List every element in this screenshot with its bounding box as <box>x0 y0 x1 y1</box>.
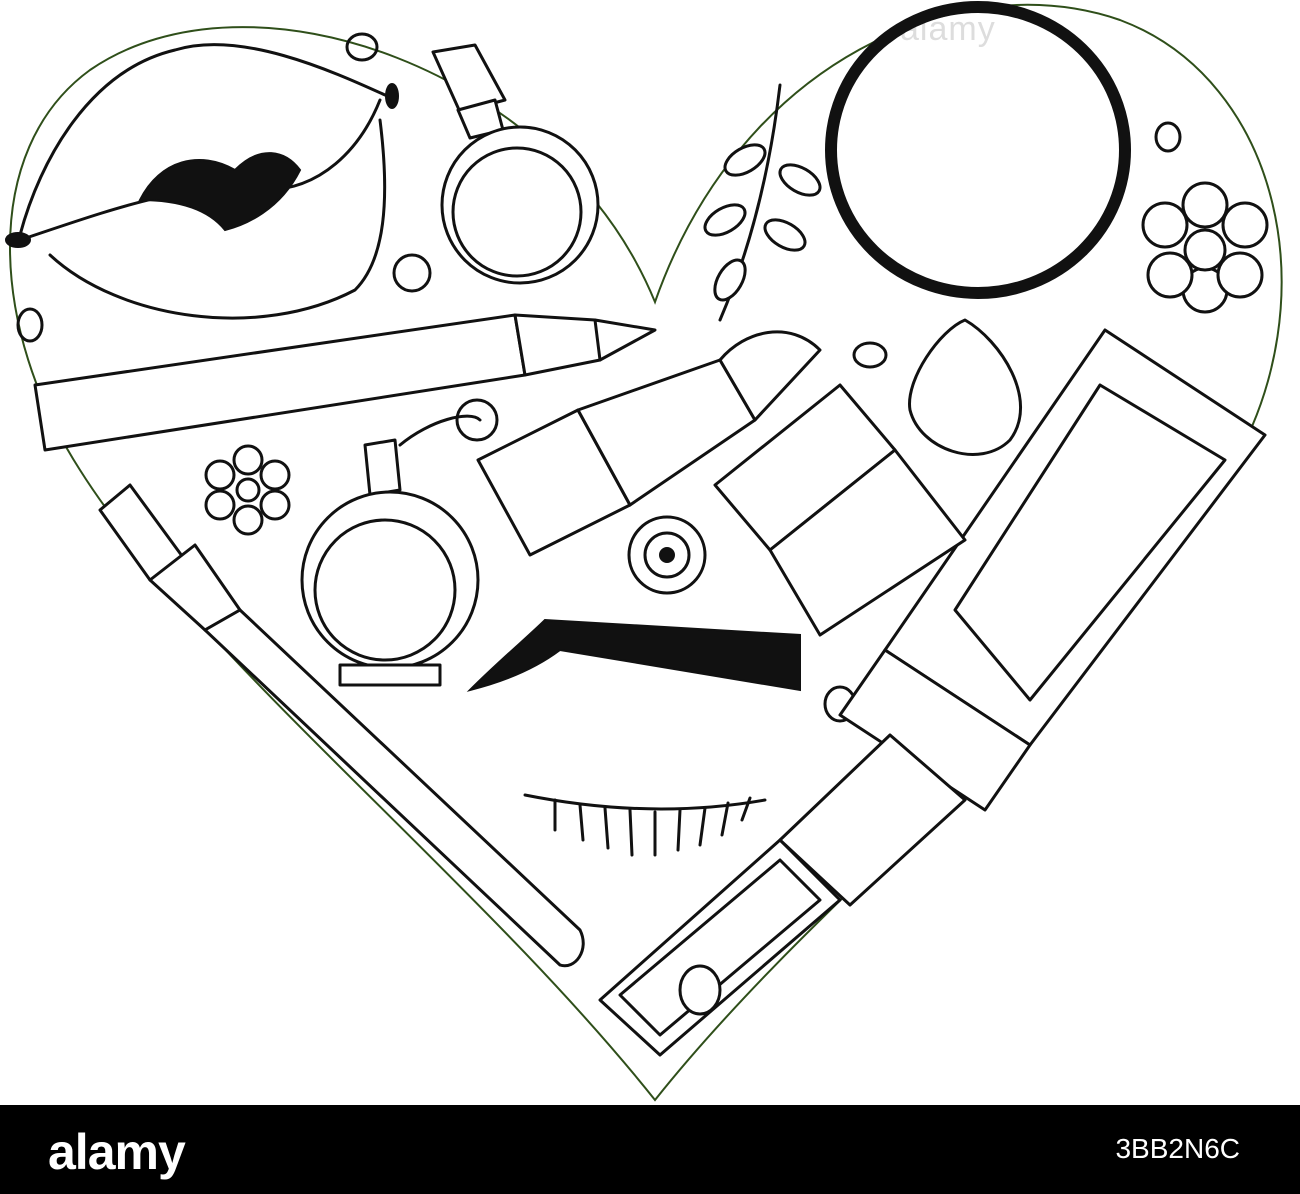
lipstick-icon <box>476 330 822 557</box>
eyelash-icon <box>523 793 767 857</box>
round-mirror-icon <box>825 1 1131 299</box>
heart-outline <box>9 3 1283 1102</box>
small-flower-icon <box>204 444 291 536</box>
eyeshadow-applicator-icon <box>598 733 967 1057</box>
cosmetics-heart-illustration <box>5 1 1283 1102</box>
perfume-bottle-icon <box>431 43 600 285</box>
leaf-branch-icon <box>703 83 822 322</box>
eyebrow-icon <box>466 618 801 692</box>
makeup-brush-icon <box>98 483 585 968</box>
target-icon <box>627 515 707 595</box>
flower-icon <box>1141 181 1269 314</box>
footer-bar: alamy 3BB2N6C <box>0 1105 1300 1194</box>
lips-icon <box>5 43 399 320</box>
eyeliner-pencil-icon <box>33 313 657 452</box>
sponge-icon <box>908 318 1023 456</box>
image-id-label: 3BB2N6C <box>1115 1133 1240 1164</box>
cream-jar-icon <box>713 383 967 637</box>
alamy-logo: alamy <box>48 1124 186 1180</box>
perfume-atomizer-icon <box>300 414 482 687</box>
